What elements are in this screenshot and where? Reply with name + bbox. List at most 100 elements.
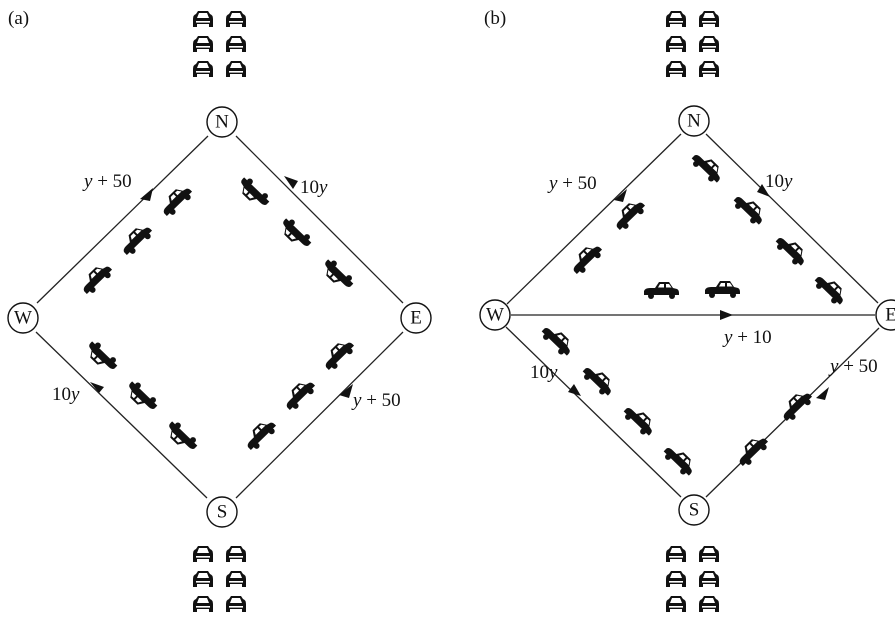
- node-b-west-label: W: [486, 305, 504, 326]
- arrow-a-west-north: [140, 188, 153, 201]
- edge-label-b-west-south: 10y: [530, 362, 558, 383]
- car-icon: [163, 418, 201, 456]
- car-icon: [77, 260, 115, 297]
- car-icon: [277, 215, 315, 253]
- car-queue-south-b: [666, 546, 719, 612]
- car-queue-icon: [699, 596, 719, 612]
- edge-label-a-south-east: y + 50: [351, 390, 401, 411]
- car-queue-icon: [226, 546, 246, 562]
- car-queue-icon: [226, 596, 246, 612]
- car-icon: [241, 416, 279, 453]
- car-queue-icon: [193, 596, 213, 612]
- node-b-south-label: S: [689, 500, 700, 521]
- car-icon: [772, 231, 810, 269]
- edge-label-b-west-north: y + 50: [547, 173, 597, 194]
- car-icon: [705, 281, 740, 298]
- arrow-b-north-east: [757, 184, 770, 197]
- panel-a-label: (a): [8, 8, 29, 29]
- arrow-a-east-north: [284, 176, 298, 189]
- cars-a-west-north: [77, 182, 195, 297]
- node-b-south: S: [678, 494, 710, 526]
- road-b-west-south: [505, 326, 682, 498]
- car-queue-icon: [193, 11, 213, 27]
- road-a-south-west: [35, 331, 208, 499]
- road-a-east-north: [235, 135, 404, 304]
- node-b-east-label: E: [885, 305, 895, 326]
- car-queue-icon: [666, 61, 686, 77]
- edge-label-a-south-west: 10y: [52, 384, 80, 405]
- arrow-a-south-east: [339, 384, 353, 398]
- arrow-b-west-north: [614, 189, 627, 202]
- car-icon: [730, 190, 768, 228]
- car-queue-icon: [193, 36, 213, 52]
- arrow-a-south-west: [90, 382, 104, 393]
- car-icon: [644, 282, 679, 299]
- car-queue-icon: [699, 36, 719, 52]
- node-a-south-label: S: [217, 502, 228, 523]
- road-b-west-north: [506, 133, 682, 305]
- car-icon: [123, 378, 161, 416]
- cars-b-west-south: [538, 321, 698, 479]
- car-icon: [620, 401, 658, 439]
- node-b-north: N: [678, 105, 710, 137]
- car-queue-icon: [226, 36, 246, 52]
- car-icon: [660, 441, 698, 479]
- road-a-west-north: [36, 135, 209, 304]
- node-a-north-label: N: [215, 112, 229, 133]
- car-queue-icon: [666, 11, 686, 27]
- car-queue-icon: [699, 546, 719, 562]
- node-a-west-label: W: [14, 308, 32, 329]
- node-a-north: N: [206, 106, 238, 138]
- car-icon: [117, 221, 155, 258]
- car-icon: [319, 256, 357, 294]
- node-a-east-label: E: [410, 308, 422, 329]
- car-queue-north-a: [193, 11, 246, 77]
- car-queue-north-b: [666, 11, 719, 77]
- car-queue-icon: [226, 571, 246, 587]
- road-b-north-east: [705, 133, 879, 304]
- car-queue-icon: [699, 571, 719, 587]
- edge-label-a-west-north: y + 50: [82, 171, 132, 192]
- cars-b-west-north: [567, 196, 648, 277]
- car-icon: [538, 321, 576, 359]
- car-icon: [733, 432, 771, 469]
- cars-b-west-east: [644, 281, 740, 299]
- edge-label-b-west-east: y + 10: [722, 327, 772, 348]
- car-icon: [567, 240, 605, 277]
- cars-b-south-east: [733, 387, 815, 469]
- car-icon: [157, 182, 195, 219]
- panel-b-label: (b): [484, 8, 506, 29]
- node-b-east: E: [875, 299, 895, 331]
- car-icon: [688, 148, 726, 186]
- panel-b: (b): [479, 8, 895, 612]
- car-icon: [319, 336, 357, 373]
- car-icon: [811, 270, 849, 308]
- node-b-west: W: [479, 299, 511, 331]
- node-a-south: S: [206, 496, 238, 528]
- edge-label-b-north-east: 10y: [765, 171, 793, 192]
- car-queue-icon: [193, 546, 213, 562]
- node-a-east: E: [400, 302, 432, 334]
- arrow-b-south-east: [816, 387, 829, 400]
- car-queue-icon: [666, 36, 686, 52]
- car-queue-icon: [193, 571, 213, 587]
- car-queue-icon: [226, 11, 246, 27]
- cars-a-east-north: [235, 174, 357, 294]
- node-b-north-label: N: [687, 111, 701, 132]
- edge-label-a-east-north: 10y: [300, 177, 328, 198]
- edge-label-b-south-east: y + 50: [828, 356, 878, 377]
- arrow-b-west-east: [720, 310, 733, 320]
- car-icon: [280, 376, 318, 413]
- car-queue-icon: [666, 596, 686, 612]
- car-icon: [610, 196, 648, 233]
- car-queue-south-a: [193, 546, 246, 612]
- car-queue-icon: [193, 61, 213, 77]
- panel-a: (a): [7, 8, 432, 612]
- car-queue-icon: [666, 546, 686, 562]
- car-queue-icon: [699, 61, 719, 77]
- cars-a-south-west: [83, 338, 201, 456]
- car-queue-icon: [666, 571, 686, 587]
- car-icon: [83, 338, 121, 376]
- arrow-b-west-south: [568, 384, 581, 396]
